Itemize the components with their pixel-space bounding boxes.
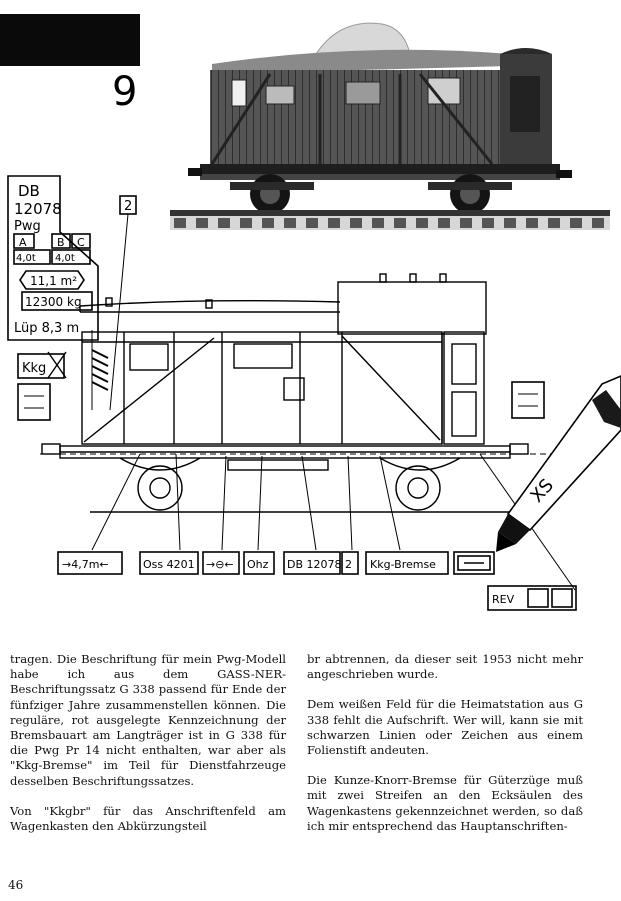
- sign-line-db: DB: [18, 182, 40, 200]
- text-column-left: tragen. Die Beschriftung für mein Pwg-Mo…: [10, 652, 286, 849]
- label-db-number: DB 12078: [287, 558, 342, 571]
- chapter-number: 9: [112, 69, 138, 115]
- sign-load-right: 4,0t: [55, 253, 75, 264]
- label-kkg-bremse: Kkg-Bremse: [370, 558, 436, 571]
- callout-box-2: 2: [124, 199, 132, 214]
- sign-line-pwg: Pwg: [14, 219, 41, 234]
- sign-class-b: B: [57, 236, 65, 249]
- label-ohz: Ohz: [247, 558, 269, 571]
- label-oss: Oss 4201: [143, 558, 195, 571]
- chapter-marker-block: [0, 14, 140, 66]
- sign-line-number: 12078: [14, 200, 62, 218]
- sign-class-a: A: [19, 236, 27, 249]
- page-number: 46: [8, 878, 24, 892]
- sign-lup: Lüp 8,3 m: [14, 321, 79, 336]
- paragraph: br abtrennen, da dieser seit 1953 nicht …: [307, 652, 583, 682]
- felt-pen-illustration: XS: [496, 375, 621, 552]
- paragraph: Von "Kkgbr" für das Anschriftenfeld am W…: [10, 803, 286, 834]
- text-column-right: br abtrennen, da dieser seit 1953 nicht …: [307, 652, 583, 849]
- sign-class-c: C: [77, 236, 85, 249]
- paragraph: tragen. Die Beschriftung für mein Pwg-Mo…: [10, 652, 286, 788]
- sign-area: 11,1 m²: [30, 274, 77, 288]
- sign-weight: 12300 kg: [25, 295, 82, 309]
- paragraph: Dem weißen Feld für die Heimatstation au…: [307, 697, 583, 758]
- wagon-lettering-drawing: DB 12078 Pwg A B C 4,0t 4,0t 11,1 m² 123…: [7, 175, 621, 611]
- lettering-sign: [7, 175, 99, 341]
- label-db-digit: 2: [345, 558, 352, 571]
- sign-load-left: 4,0t: [16, 253, 36, 264]
- wagon-photo: [170, 22, 610, 230]
- label-length: →4,7m←: [62, 558, 109, 571]
- wagon-outline: [41, 273, 529, 513]
- callout-kkg: Kkg: [22, 361, 46, 376]
- paragraph: Die Kunze-Knorr-Bremse für Güterzüge muß…: [307, 773, 583, 833]
- label-rev: REV: [492, 593, 515, 606]
- label-symbol: →⊖←: [206, 558, 234, 571]
